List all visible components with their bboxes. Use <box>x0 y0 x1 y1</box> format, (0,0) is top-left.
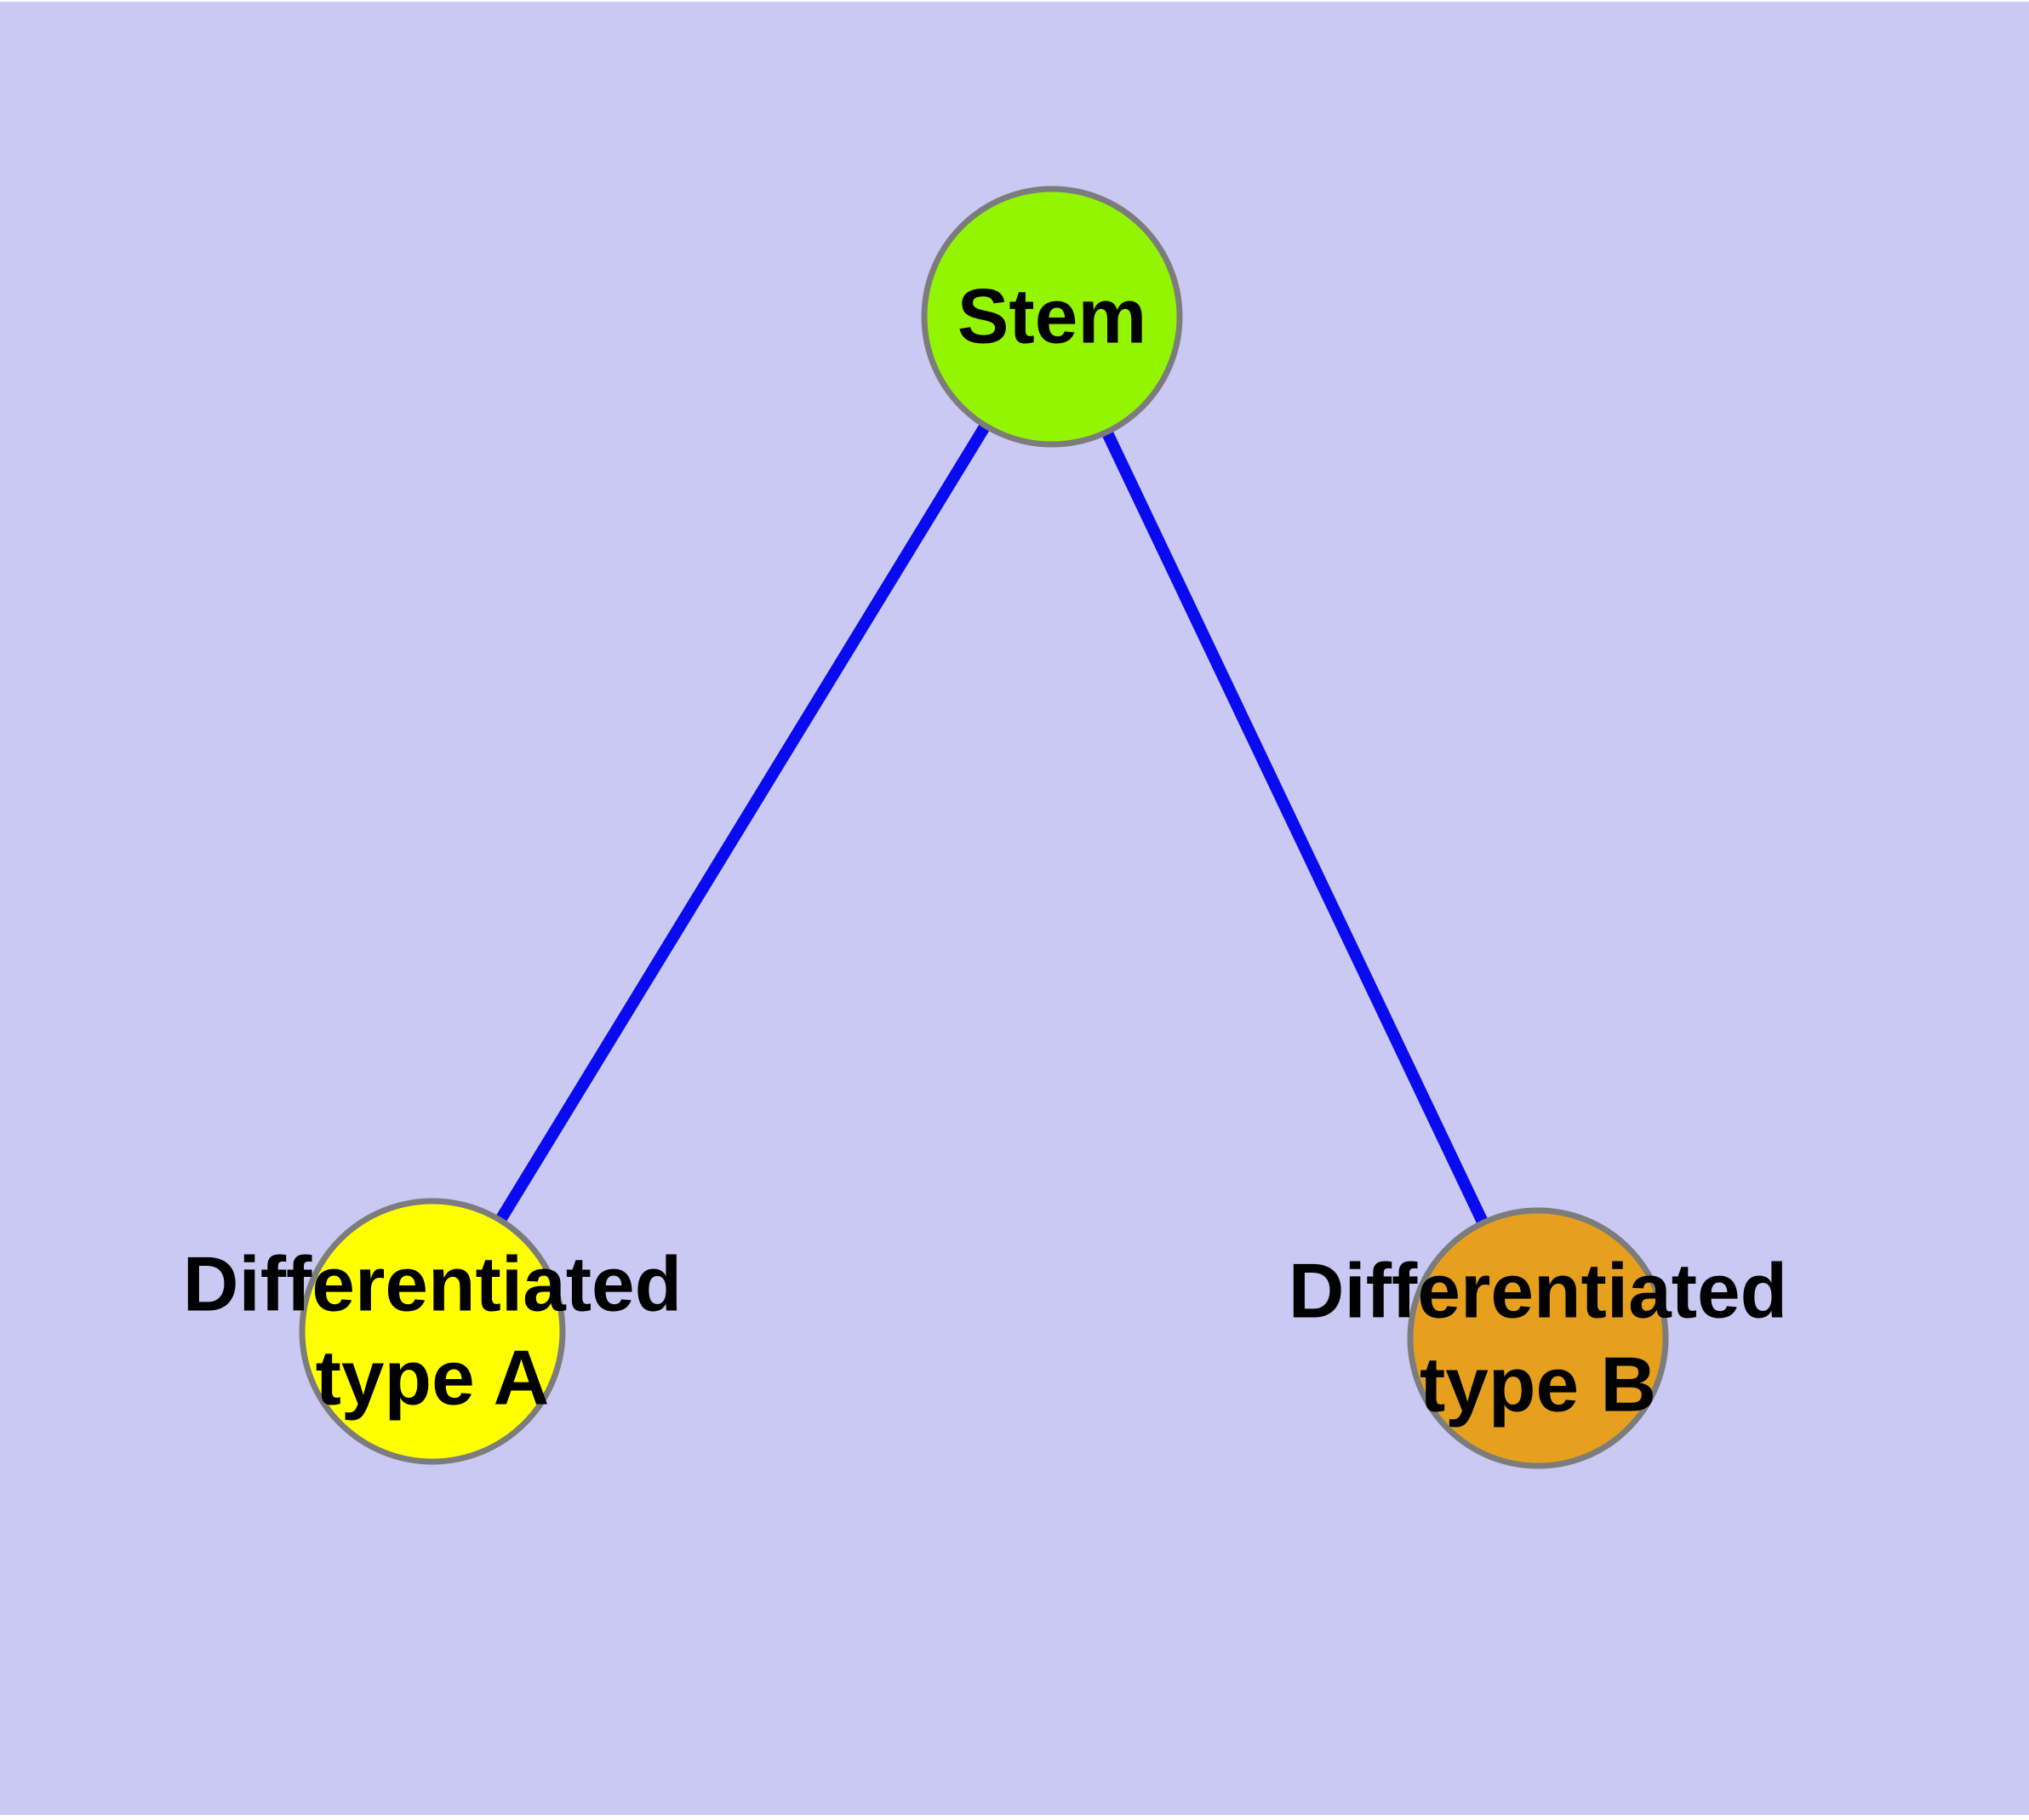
node-circle-stem <box>921 186 1183 448</box>
node-label-line: Differentiated <box>183 1242 683 1328</box>
edge-stem-to-differentiated-type-a <box>427 313 1057 1335</box>
edge-stem-to-differentiated-type-b <box>1046 313 1544 1342</box>
node-label-line: Stem <box>957 274 1147 360</box>
node-label-line: type A <box>316 1336 550 1422</box>
node-label-line: Differentiated <box>1289 1249 1788 1335</box>
node-circle-differentiated-type-b <box>1407 1207 1669 1469</box>
node-label-stem: Stem <box>957 274 1147 360</box>
node-label-line: type B <box>1420 1342 1656 1428</box>
node-circle-differentiated-type-a <box>299 1198 566 1465</box>
